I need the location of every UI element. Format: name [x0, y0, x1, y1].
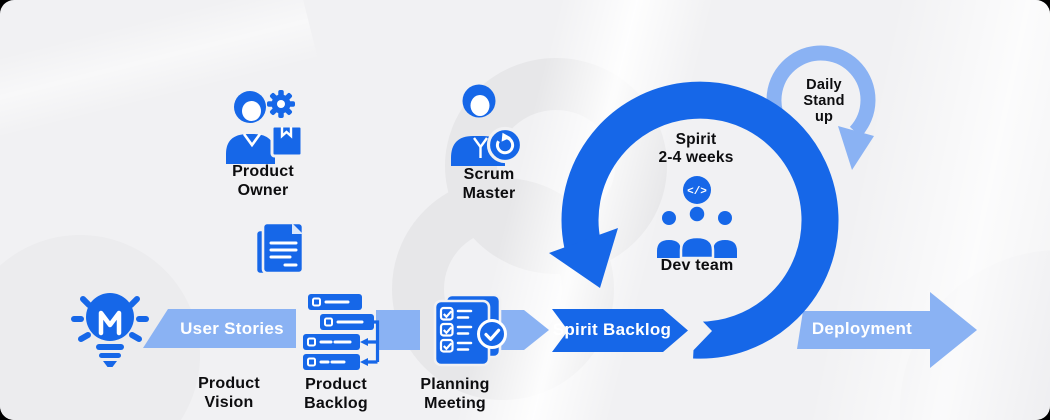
- product-vision-label: Product Vision: [198, 375, 260, 411]
- user-stories-band: [143, 309, 296, 348]
- svg-text:</>: </>: [687, 186, 707, 198]
- documents-icon: [254, 221, 308, 282]
- sprint-cycle-arrow: [561, 81, 839, 359]
- user-stories-band-label: User Stories: [180, 319, 284, 338]
- sprint-duration-label: Spirit 2-4 weeks: [658, 131, 734, 166]
- deployment-arrow: [797, 292, 977, 368]
- spirit-backlog-band: [552, 309, 688, 352]
- sprint-cycle-notch: [686, 304, 712, 358]
- daily-standup-arrowhead: [838, 126, 874, 170]
- flow-block: [376, 310, 420, 350]
- product-backlog-label: Product Backlog: [304, 376, 368, 412]
- person-refresh-icon: [450, 82, 526, 171]
- deployment-band-label: Deployment: [811, 319, 913, 338]
- daily-standup-label: Daily Stand up: [803, 77, 845, 126]
- dev-team-icon: [654, 204, 740, 263]
- scrum-master-label: Scrum Master: [462, 166, 516, 202]
- code-icon: </>: [683, 176, 711, 209]
- sprint-cycle-arrowhead: [549, 228, 618, 288]
- planning-meeting-label: Planning Meeting: [420, 376, 490, 412]
- flow-chevron: [494, 310, 549, 350]
- checklist-icon: [424, 293, 510, 379]
- daily-standup-loop-arrow: [766, 45, 876, 138]
- dev-team-label: Dev team: [660, 257, 734, 274]
- lightbulb-icon: [68, 290, 152, 375]
- person-gear-box-icon: [224, 88, 304, 169]
- spirit-backlog-band-label: Spirit Backlog: [552, 320, 672, 339]
- backlog-list-icon: [300, 293, 380, 382]
- product-owner-label: Product Owner: [232, 163, 294, 199]
